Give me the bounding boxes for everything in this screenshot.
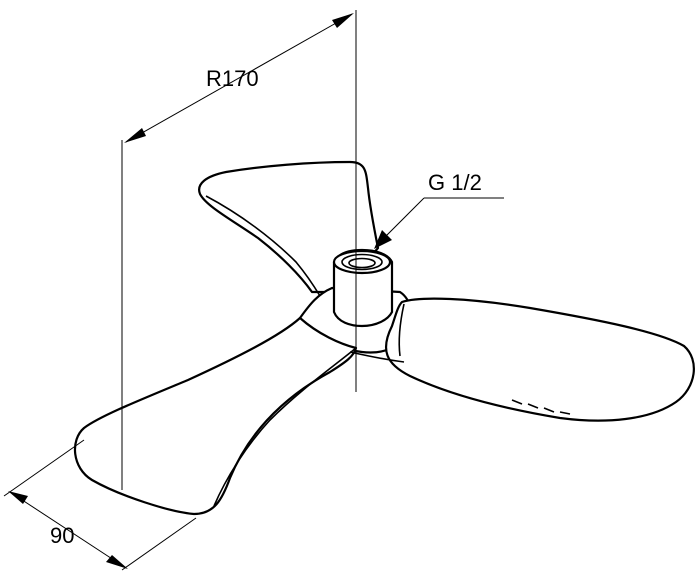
radius-label: R170 [206, 66, 259, 91]
width-label: 90 [50, 523, 74, 548]
right-arm-lip [398, 303, 405, 357]
left-arm [73, 316, 358, 516]
back-arm-crease [205, 195, 321, 297]
left-arm-bevel [213, 347, 357, 507]
radius-arrow-end [332, 13, 354, 28]
inlet-thread-ring [341, 253, 383, 271]
thread-leader-arrow [374, 230, 392, 249]
width-extension-line-left [3, 439, 85, 497]
right-arm-nozzles [511, 399, 571, 415]
thread-label: G 1/2 [428, 170, 482, 195]
width-extension-line-right [121, 517, 197, 571]
shower-head-body [73, 160, 695, 516]
inlet-bore [348, 257, 376, 269]
hub-seam [349, 351, 405, 363]
right-arm [384, 297, 695, 422]
thread-dimension: G 1/2 [374, 170, 504, 249]
radius-arrow-start [124, 128, 146, 143]
back-arm [198, 160, 380, 294]
radius-dimension-line [125, 13, 353, 143]
width-arrow-start [8, 491, 28, 504]
width-arrow-end [106, 555, 128, 569]
width-dimension: 90 [3, 439, 197, 571]
radius-dimension: R170 [121, 10, 357, 490]
width-dimension-line [9, 491, 127, 569]
